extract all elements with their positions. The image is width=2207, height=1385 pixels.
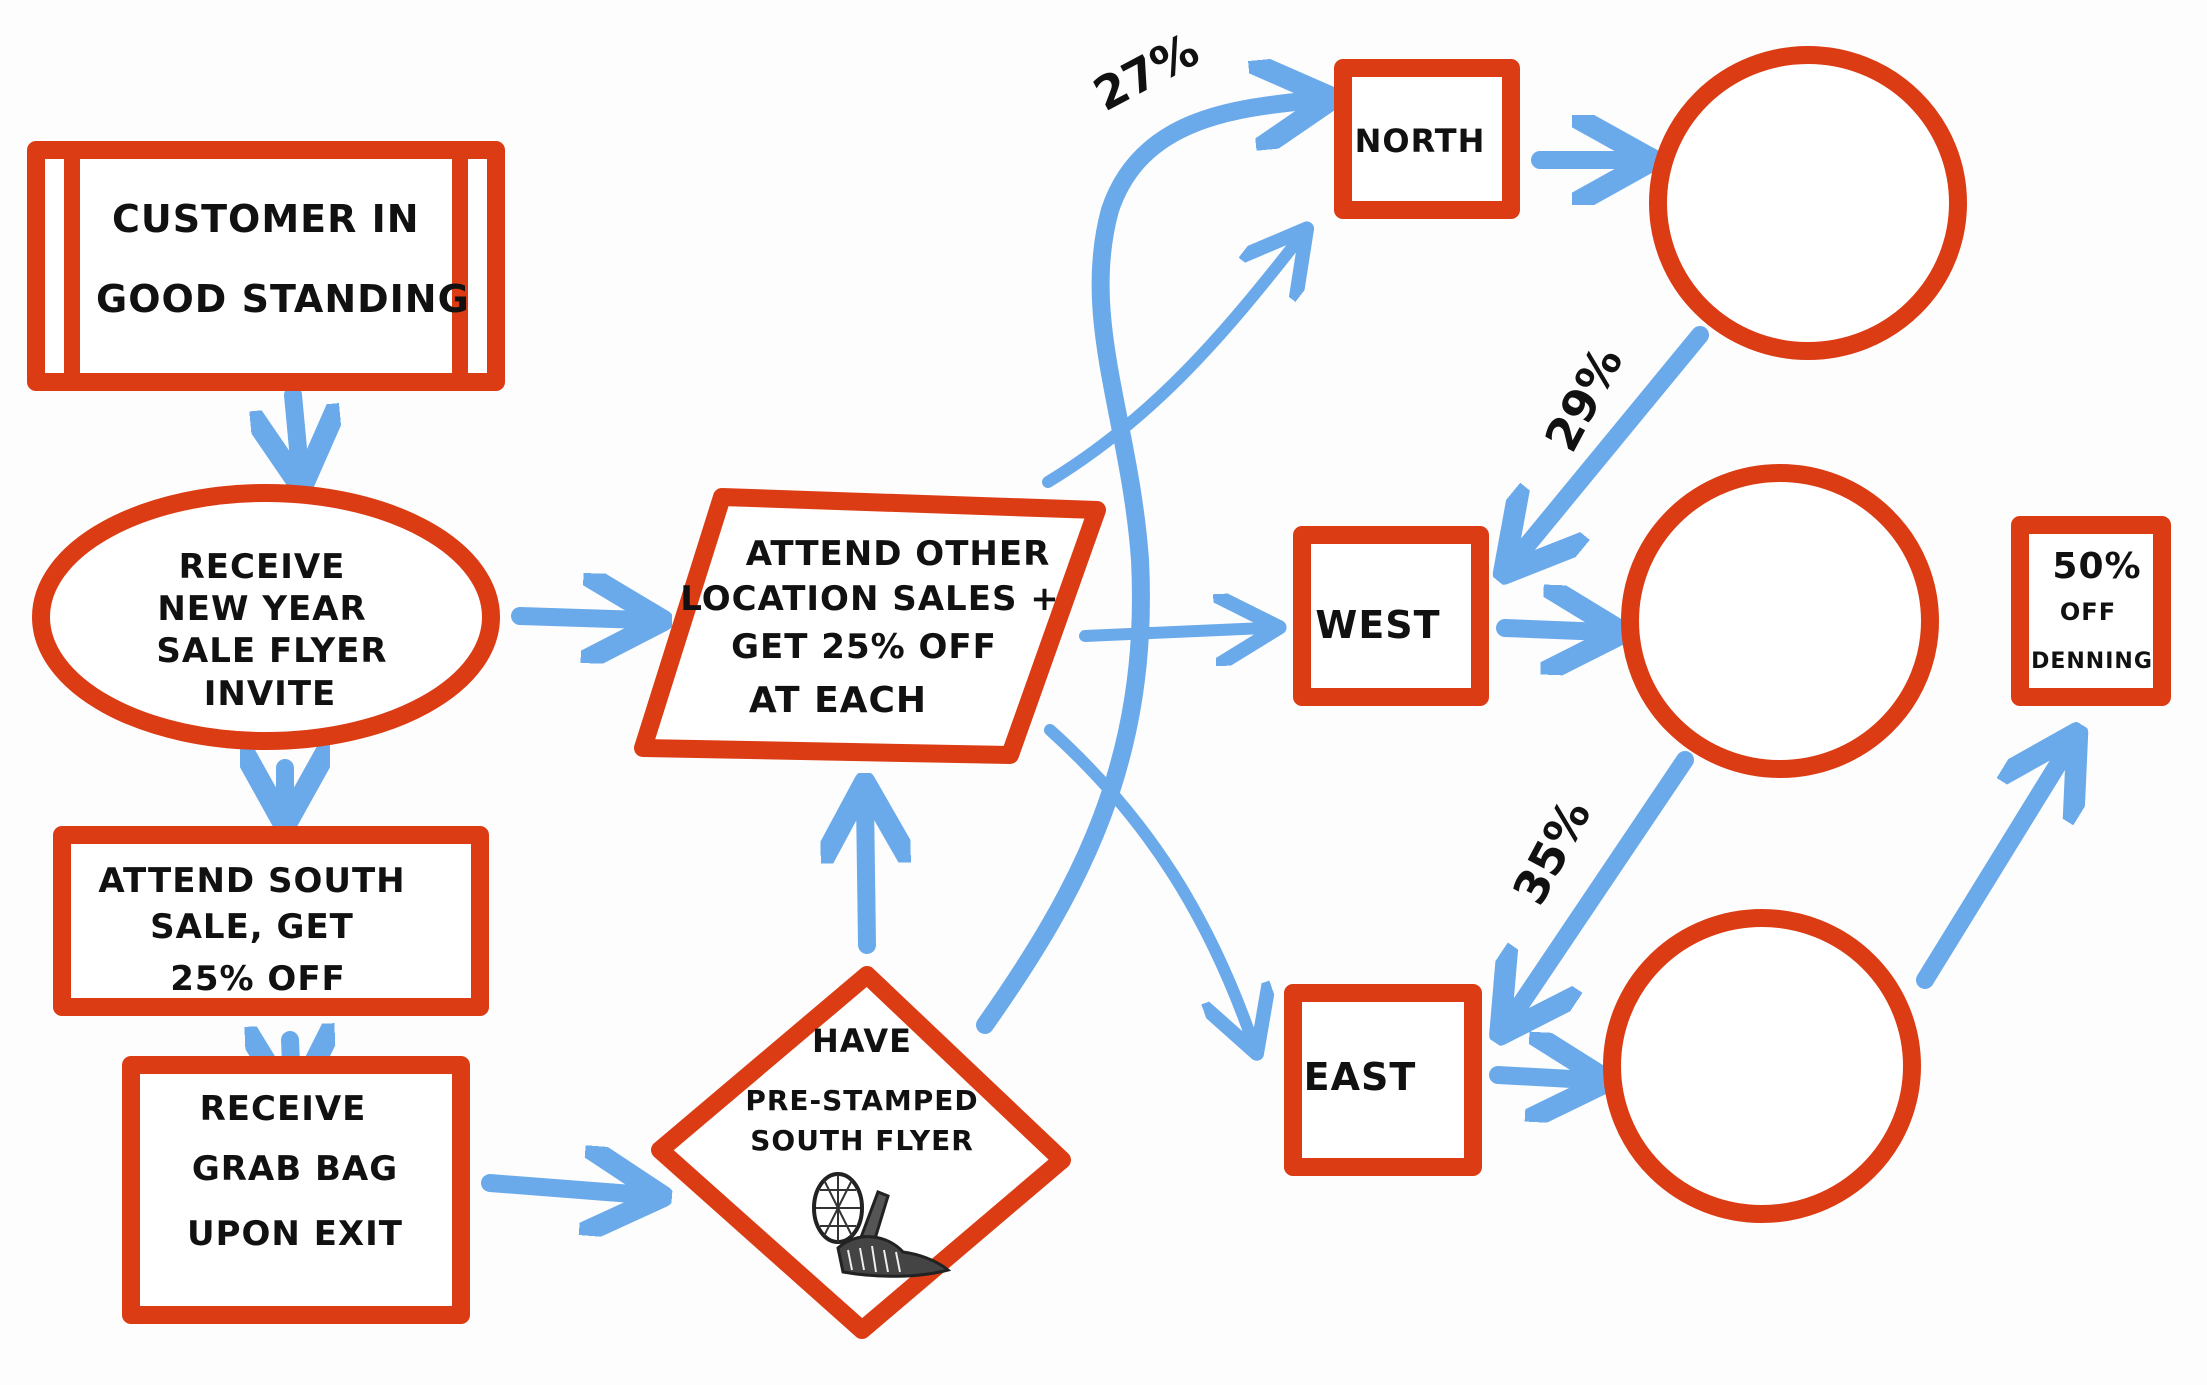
arrow-customer-to-flyer [293,386,300,470]
node-text-line: GET 25% OFF [731,627,997,667]
node-text-line: WEST [1315,603,1440,647]
node-receive-grab-bag: RECEIVE GRAB BAG UPON EXIT [122,1056,470,1324]
node-text-line: PRE-STAMPED [745,1084,978,1117]
arrow-west-circle-to-east [1510,751,1694,1020]
node-west: WEST [1293,526,1489,706]
rectangle-shape [122,1056,470,1324]
node-text-line: EAST [1304,1055,1417,1099]
node-decision-pre-stamped-flyer: HAVE PRE-STAMPED SOUTH FLYER [651,966,1071,1339]
rectangle-shape [2011,516,2171,706]
node-text-line: NEW YEAR [157,589,366,629]
node-text-line: HAVE [812,1022,912,1060]
rectangle-shape [1293,526,1489,706]
east-circle-node [1603,909,1921,1223]
node-text-line: GOOD STANDING [96,277,470,321]
node-east: EAST [1284,984,1482,1176]
arrow-other-sales-to-north [1042,240,1298,488]
arrow-grab-bag-to-decision [481,1183,645,1195]
edges [285,100,2068,1195]
diamond-shape [651,966,1071,1339]
node-north: NORTH [1334,59,1520,219]
node-text-line: NORTH [1355,122,1486,160]
node-text-line: 25% OFF [170,959,346,999]
node-fifty-percent-off: 50% OFF DENNING [2011,516,2171,706]
node-text-line: LOCATION SALES + [680,579,1060,619]
arrow-west-to-west-circle [1496,628,1605,632]
node-text-line: GRAB BAG [192,1149,398,1189]
arrow-decision-to-other-sales [865,800,867,954]
node-attend-other-location-sales: ATTEND OTHER LOCATION SALES + GET 25% OF… [634,488,1106,764]
ellipse-shape [32,484,500,750]
node-text-line: RECEIVE [179,547,346,587]
node-text-line: CUSTOMER IN [112,197,420,241]
node-text-line: OFF [2060,598,2116,626]
node-text-line: RECEIVE [200,1089,367,1129]
node-text-line: DENNING [2031,649,2153,674]
percent-label-27: 27% [1085,22,1208,121]
node-text-line: ATTEND OTHER [746,534,1051,574]
arrow-east-to-east-circle [1489,1075,1590,1080]
node-text-line: ATTEND SOUTH [98,861,405,901]
node-receive-flyer: RECEIVE NEW YEAR SALE FLYER INVITE [32,484,500,750]
arrow-other-sales-to-east [1044,724,1252,1040]
rectangle-shape [53,826,489,1016]
node-text-line: AT EACH [749,680,927,721]
rectangle-shape [1334,59,1520,219]
arrow-east-circle-to-final [1916,748,2068,989]
node-text-line: 50% [2052,546,2141,587]
rectangle-shape [1284,984,1482,1176]
node-text-line: SALE FLYER [156,631,387,671]
node-attend-south-sale: ATTEND SOUTH SALE, GET 25% OFF [53,826,489,1016]
thumbs-up-mascot-stamp-icon [812,1172,952,1278]
node-customer-in-good-standing: CUSTOMER IN GOOD STANDING [27,141,505,391]
node-text-line: SALE, GET [150,907,354,947]
west-circle-node [1621,464,1939,778]
node-text-line: UPON EXIT [187,1214,403,1254]
arrow-flyer-to-other-sales [511,616,645,620]
predefined-process-shape [27,141,505,391]
arrow-north-circle-to-west [1515,326,1709,560]
node-text-line: SOUTH FLYER [750,1124,974,1157]
north-circle-node [1649,46,1967,360]
arrow-other-sales-to-west [1079,628,1265,636]
node-text-line: INVITE [204,674,337,714]
parallelogram-shape [634,488,1106,764]
